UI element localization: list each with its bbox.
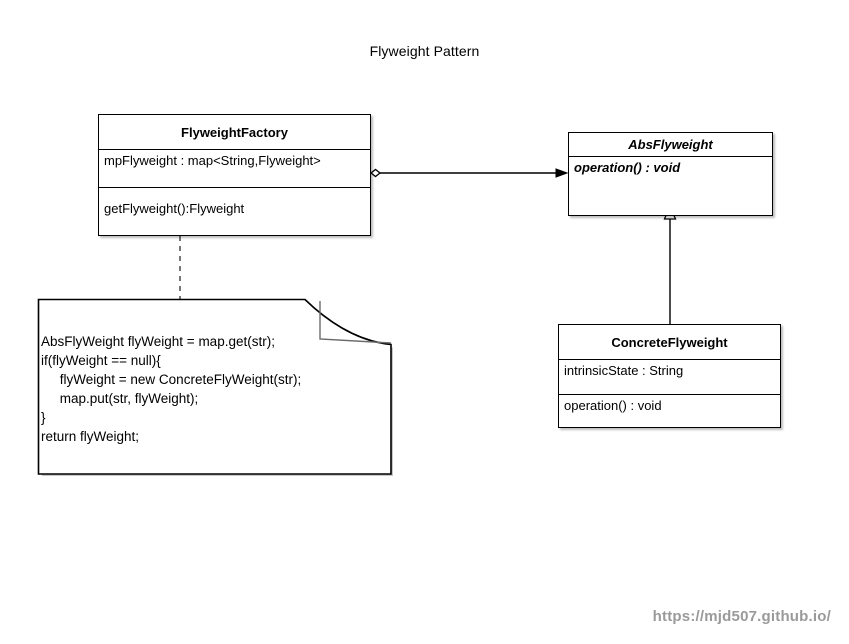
class-operations-absflyweight: operation() : void [569,156,772,217]
note-body [37,298,392,475]
class-operations-concreteflyweight: operation() : void [559,394,780,429]
note-box-code[interactable]: AbsFlyWeight flyWeight = map.get(str); i… [37,298,393,476]
relationship-concrete-extends-abs [663,204,677,324]
class-box-concreteflyweight[interactable]: ConcreteFlyweight intrinsicState : Strin… [558,324,781,428]
note-code-text: AbsFlyWeight flyWeight = map.get(str); i… [41,334,302,444]
watermark: https://mjd507.github.io/ [652,608,831,625]
filled-arrow-icon [555,168,569,178]
class-operations-flyweightfactory: getFlyweight():Flyweight [99,187,370,237]
class-name-concreteflyweight: ConcreteFlyweight [611,334,728,350]
note-shape [37,298,393,476]
class-attributes-concreteflyweight: intrinsicState : String [559,359,780,394]
hollow-diamond-icon [369,168,382,178]
class-box-absflyweight[interactable]: AbsFlyweight operation() : void [568,132,773,216]
class-box-flyweightfactory[interactable]: FlyweightFactory mpFlyweight : map<Strin… [98,114,371,236]
class-attributes-flyweightfactory: mpFlyweight : map<String,Flyweight> [99,149,370,187]
class-name-flyweightfactory: FlyweightFactory [181,124,288,140]
class-name-absflyweight: AbsFlyweight [628,137,713,152]
page-title: Flyweight Pattern [369,43,480,59]
attribute-item: mpFlyweight : map<String,Flyweight> [104,153,321,168]
operation-item: getFlyweight():Flyweight [104,201,245,216]
operation-item: operation() : void [574,160,681,175]
operation-item: operation() : void [564,398,662,413]
relationship-factory-uses-absflyweight [369,168,569,178]
attribute-item: intrinsicState : String [564,363,684,378]
note-fold-crease [319,301,392,344]
